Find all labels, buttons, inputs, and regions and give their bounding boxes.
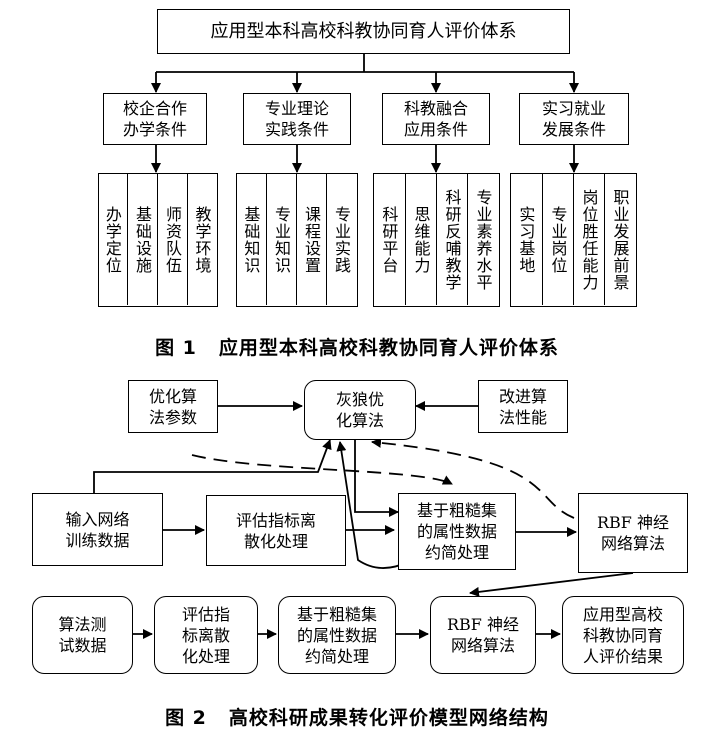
fig1-item: 专业实践 bbox=[326, 174, 356, 305]
fig1-item: 思维能力 bbox=[405, 174, 436, 305]
fig1-item: 基础设施 bbox=[127, 174, 157, 305]
fig1-category-4-label: 实习就业 发展条件 bbox=[541, 99, 606, 139]
fig1-item: 专业岗位 bbox=[542, 174, 573, 305]
fig2-row1-discretize-label: 评估指标离 散化处理 bbox=[235, 510, 316, 551]
fig2-gwo-label: 灰狼优 化算法 bbox=[335, 390, 384, 430]
fig2-caption-number: 图 2 bbox=[165, 707, 207, 729]
fig2-caption-text: 高校科研成果转化评价模型网络结构 bbox=[228, 707, 549, 729]
fig2-dashed-arrows bbox=[191, 437, 575, 519]
fig1-items-group-2: 基础知识 专业知识 课程设置 专业实践 bbox=[236, 173, 358, 307]
fig2-row2-rbf-box: RBF 神经 网络算法 bbox=[430, 596, 536, 674]
fig2-row2-rbf-label: RBF 神经 网络算法 bbox=[447, 615, 519, 655]
fig2-gwo-box: 灰狼优 化算法 bbox=[304, 380, 416, 440]
fig2-opt-params-label: 优化算 法参数 bbox=[148, 386, 197, 427]
fig1-item: 专业素养水平 bbox=[467, 174, 498, 305]
fig2-row1-rough-set-box: 基于粗糙集 的属性数据 约简处理 bbox=[398, 493, 516, 570]
fig1-caption-text: 应用型本科高校科教协同育人评价体系 bbox=[218, 337, 559, 359]
fig1-item: 岗位胜任能力 bbox=[573, 174, 604, 305]
fig2-row2-test-data-box: 算法测 试数据 bbox=[32, 596, 133, 674]
fig2-row1-discretize-box: 评估指标离 散化处理 bbox=[206, 495, 346, 566]
fig2-row1-rbf-box: RBF 神经 网络算法 bbox=[578, 493, 688, 573]
fig1-item: 实习基地 bbox=[516, 205, 536, 274]
fig1-item: 课程设置 bbox=[296, 174, 326, 305]
fig2-row2-rough-set-box: 基于粗糙集 的属性数据 约简处理 bbox=[278, 596, 396, 674]
fig1-category-2: 专业理论 实践条件 bbox=[243, 93, 351, 145]
fig1-item: 专业知识 bbox=[266, 174, 296, 305]
fig2-row2-result-box: 应用型高校 科教协同育 人评价结果 bbox=[562, 596, 684, 674]
fig1-item: 职业发展前景 bbox=[604, 174, 635, 305]
fig2-row1-input-box: 输入网络 训练数据 bbox=[32, 493, 163, 566]
fig2-solid-arrows bbox=[93, 401, 634, 639]
fig1-caption: 图 1 应用型本科高校科教协同育人评价体系 bbox=[0, 333, 714, 360]
fig1-item: 基础知识 bbox=[241, 205, 261, 274]
fig1-category-4: 实习就业 发展条件 bbox=[519, 93, 629, 145]
fig1-item: 科研反哺教学 bbox=[436, 174, 467, 305]
fig1-items-group-4: 实习基地 专业岗位 岗位胜任能力 职业发展前景 bbox=[510, 173, 637, 307]
fig2-opt-params-box: 优化算 法参数 bbox=[128, 380, 218, 433]
fig1-item: 教学环境 bbox=[187, 174, 216, 305]
fig1-category-1-label: 校企合作 办学条件 bbox=[122, 99, 187, 139]
fig2-improve-box: 改进算 法性能 bbox=[478, 380, 568, 433]
fig1-category-3: 科教融合 应用条件 bbox=[382, 93, 490, 145]
fig1-category-2-label: 专业理论 实践条件 bbox=[264, 99, 329, 139]
fig1-item: 师资队伍 bbox=[157, 174, 187, 305]
fig2-improve-label: 改进算 法性能 bbox=[498, 386, 547, 427]
fig1-item: 科研平台 bbox=[379, 205, 399, 274]
fig2-row2-result-label: 应用型高校 科教协同育 人评价结果 bbox=[582, 604, 663, 666]
fig2-row2-discretize-label: 评估指 标离散 化处理 bbox=[181, 604, 230, 666]
fig2-caption: 图 2 高校科研成果转化评价模型网络结构 bbox=[0, 703, 714, 730]
fig1-root-label: 应用型本科高校科教协同育人评价体系 bbox=[210, 21, 517, 42]
fig1-tree-lines bbox=[151, 54, 579, 173]
fig1-category-1: 校企合作 办学条件 bbox=[103, 93, 207, 145]
fig2-row2-test-data-label: 算法测 试数据 bbox=[58, 615, 107, 655]
fig1-items-group-3: 科研平台 思维能力 科研反哺教学 专业素养水平 bbox=[373, 173, 500, 307]
fig1-caption-number: 图 1 bbox=[155, 337, 197, 359]
fig1-item: 办学定位 bbox=[102, 205, 122, 274]
fig1-category-3-label: 科教融合 应用条件 bbox=[403, 99, 468, 139]
fig2-row1-input-label: 输入网络 训练数据 bbox=[65, 509, 130, 550]
fig1-root-box: 应用型本科高校科教协同育人评价体系 bbox=[157, 9, 570, 54]
fig2-row1-rbf-label: RBF 神经 网络算法 bbox=[597, 513, 669, 553]
fig1-items-group-1: 办学定位 基础设施 师资队伍 教学环境 bbox=[98, 173, 218, 307]
fig2-row1-rough-set-label: 基于粗糙集 的属性数据 约简处理 bbox=[416, 501, 497, 562]
fig2-row2-rough-set-label: 基于粗糙集 的属性数据 约简处理 bbox=[296, 604, 377, 666]
fig2-row2-discretize-box: 评估指 标离散 化处理 bbox=[154, 596, 258, 674]
